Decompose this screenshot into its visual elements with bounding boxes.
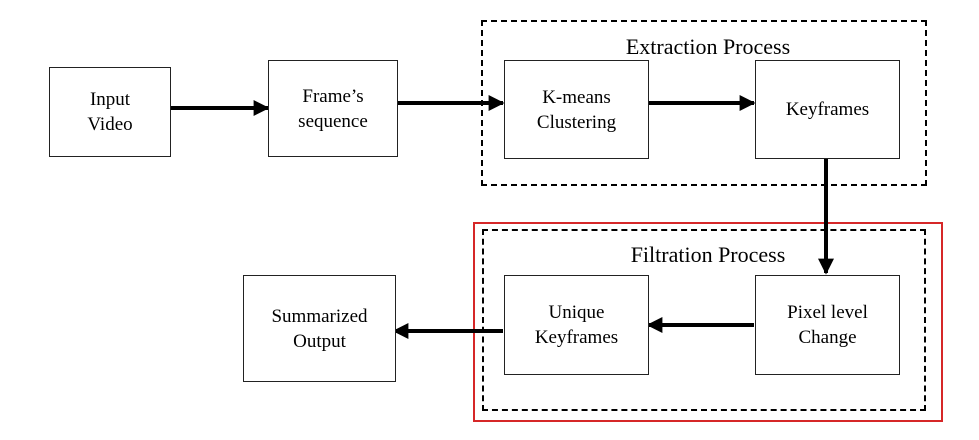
pixel-level-change-box: Pixel level Change	[755, 275, 900, 375]
keyframes-box: Keyframes	[755, 60, 900, 159]
summarized-output-box: Summarized Output	[243, 275, 396, 382]
unique-keyframes-box: Unique Keyframes	[504, 275, 649, 375]
filtration-process-title: Filtration Process	[630, 242, 786, 267]
kmeans-clustering-box: K-means Clustering	[504, 60, 649, 159]
filtration-process-group	[482, 229, 926, 411]
extraction-process-title: Extraction Process	[625, 34, 791, 59]
filtration-highlight-frame	[473, 222, 943, 422]
frames-sequence-box: Frame’s sequence	[268, 60, 398, 157]
input-video-box: Input Video	[49, 67, 171, 157]
